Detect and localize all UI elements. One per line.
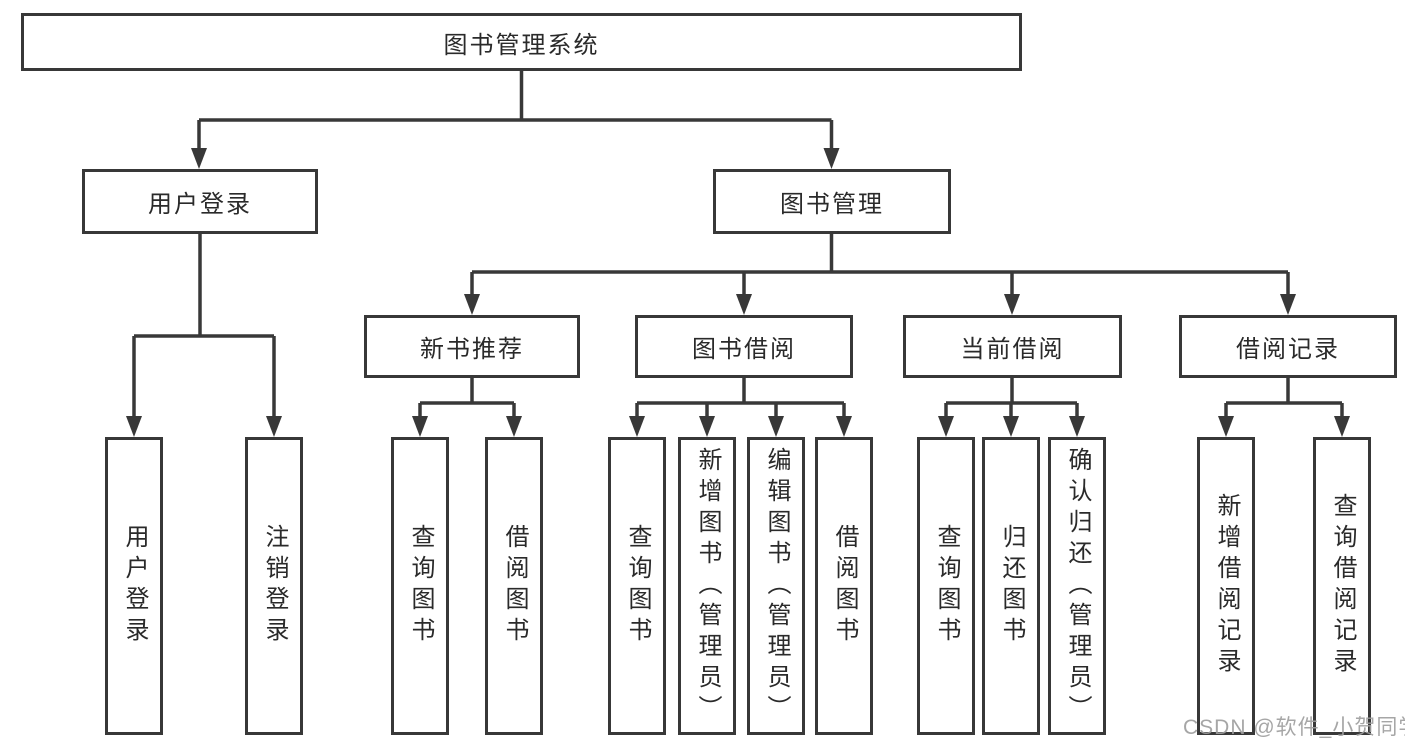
node-label: 确认归还（管理员）: [1064, 446, 1091, 726]
node-label: 查询图书: [624, 524, 651, 648]
tree-branch-lines: [132, 70, 1344, 420]
arrow-down-icon: [1069, 416, 1085, 437]
arrow-down-icon: [836, 416, 852, 437]
node-label: 用户登录: [121, 524, 148, 648]
arrow-down-icon: [191, 148, 207, 169]
node-book-management-branch: 图书管理: [713, 169, 951, 234]
leaf-user-login: 用户登录: [105, 437, 163, 735]
node-label: 图书借阅: [692, 336, 796, 363]
leaf-add-books-admin: 新增图书（管理员）: [678, 437, 736, 735]
leaf-query-books-borrowing: 查询图书: [608, 437, 666, 735]
node-library-management-system: 图书管理系统: [21, 13, 1022, 71]
leaf-borrow-books-recommend: 借阅图书: [485, 437, 543, 735]
leaf-return-books: 归还图书: [982, 437, 1040, 735]
node-label: 图书管理: [780, 191, 884, 218]
node-current-borrowing: 当前借阅: [903, 315, 1122, 378]
arrow-down-icon: [1003, 416, 1019, 437]
node-label: 当前借阅: [960, 336, 1065, 363]
node-label: 注销登录: [261, 524, 288, 648]
arrow-down-icon: [412, 416, 428, 437]
leaf-add-borrow-record: 新增借阅记录: [1197, 437, 1255, 735]
arrow-down-icon: [736, 294, 752, 315]
node-label: 新增借阅记录: [1213, 493, 1240, 679]
node-borrowing-records: 借阅记录: [1179, 315, 1397, 378]
arrow-down-icon: [126, 416, 142, 437]
arrow-down-icon: [823, 148, 840, 169]
arrow-down-icon: [1334, 416, 1350, 437]
node-label: 编辑图书（管理员）: [763, 446, 790, 726]
leaf-query-books-recommend: 查询图书: [391, 437, 449, 735]
arrow-down-icon: [464, 294, 480, 315]
arrow-down-icon: [266, 416, 282, 437]
leaf-logout: 注销登录: [245, 437, 303, 735]
arrow-down-icon: [1280, 294, 1296, 315]
arrow-down-icon: [1004, 294, 1020, 315]
leaf-query-books-current: 查询图书: [917, 437, 975, 735]
node-user-login-branch: 用户登录: [82, 169, 318, 234]
node-label: 新增图书（管理员）: [694, 446, 721, 726]
node-label: 查询图书: [407, 524, 434, 648]
arrow-down-icon: [938, 416, 954, 437]
leaf-borrow-books: 借阅图书: [815, 437, 873, 735]
node-label: 查询借阅记录: [1329, 493, 1356, 679]
arrow-down-icons: [126, 148, 1350, 437]
node-label: 借阅记录: [1236, 336, 1340, 363]
node-label: 查询图书: [933, 524, 960, 648]
arrow-down-icon: [699, 416, 715, 437]
leaf-query-borrow-record: 查询借阅记录: [1313, 437, 1371, 735]
leaf-confirm-return-admin: 确认归还（管理员）: [1048, 437, 1106, 735]
arrow-down-icon: [768, 416, 784, 437]
node-label: 用户登录: [148, 191, 252, 218]
node-new-book-recommend: 新书推荐: [364, 315, 580, 378]
arrow-down-icon: [506, 416, 522, 437]
node-label: 新书推荐: [420, 336, 524, 363]
leaf-edit-books-admin: 编辑图书（管理员）: [747, 437, 805, 735]
node-book-borrowing: 图书借阅: [635, 315, 853, 378]
csdn-watermark: CSDN @软件_小贺同学: [1183, 716, 1405, 739]
arrow-down-icon: [1218, 416, 1234, 437]
arrow-down-icon: [629, 416, 645, 437]
node-label: 借阅图书: [501, 524, 528, 648]
node-label: 图书管理系统: [443, 31, 600, 59]
node-label: 归还图书: [998, 524, 1025, 648]
node-label: 借阅图书: [831, 524, 858, 648]
